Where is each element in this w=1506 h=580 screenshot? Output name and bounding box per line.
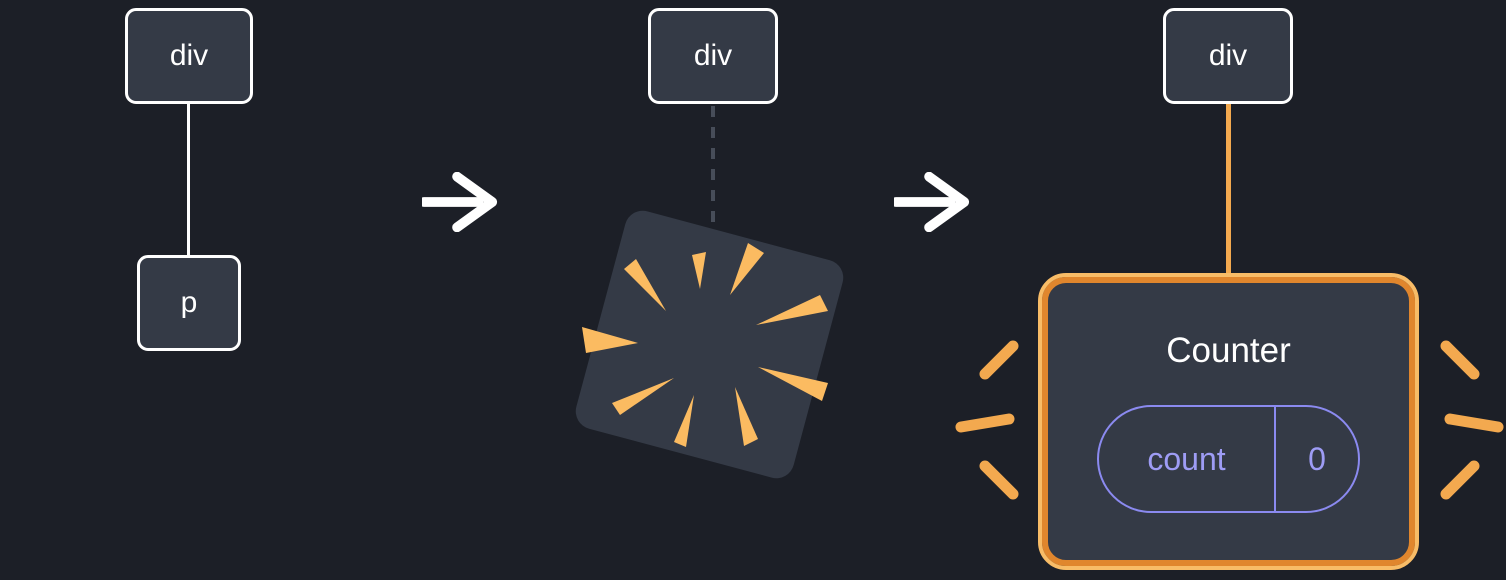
emphasis-spark-icon xyxy=(1440,340,1504,500)
arrow-right-icon xyxy=(894,172,970,232)
state-value: 0 xyxy=(1274,407,1358,511)
component-title: Counter xyxy=(1166,331,1291,370)
state-key: count xyxy=(1147,440,1226,477)
dom-node-label: div xyxy=(693,39,733,72)
dom-node-label: div xyxy=(169,39,209,72)
dom-node-div: div xyxy=(125,8,253,104)
dom-node-p: p xyxy=(137,255,241,351)
dashed-tree-edge xyxy=(711,106,715,238)
dom-node-div: div xyxy=(1163,8,1293,104)
tree-edge xyxy=(187,102,190,258)
explosion-spark-icon xyxy=(582,243,828,447)
emphasis-spark-icon xyxy=(955,340,1019,500)
component-tree-edge xyxy=(1226,102,1231,280)
component-box: Counter count 0 xyxy=(1038,273,1419,570)
dom-node-label: div xyxy=(1208,39,1248,72)
dom-node-div: div xyxy=(648,8,778,104)
state-pill: count 0 xyxy=(1097,405,1360,513)
dom-node-label: p xyxy=(180,286,198,319)
arrow-right-icon xyxy=(422,172,498,232)
